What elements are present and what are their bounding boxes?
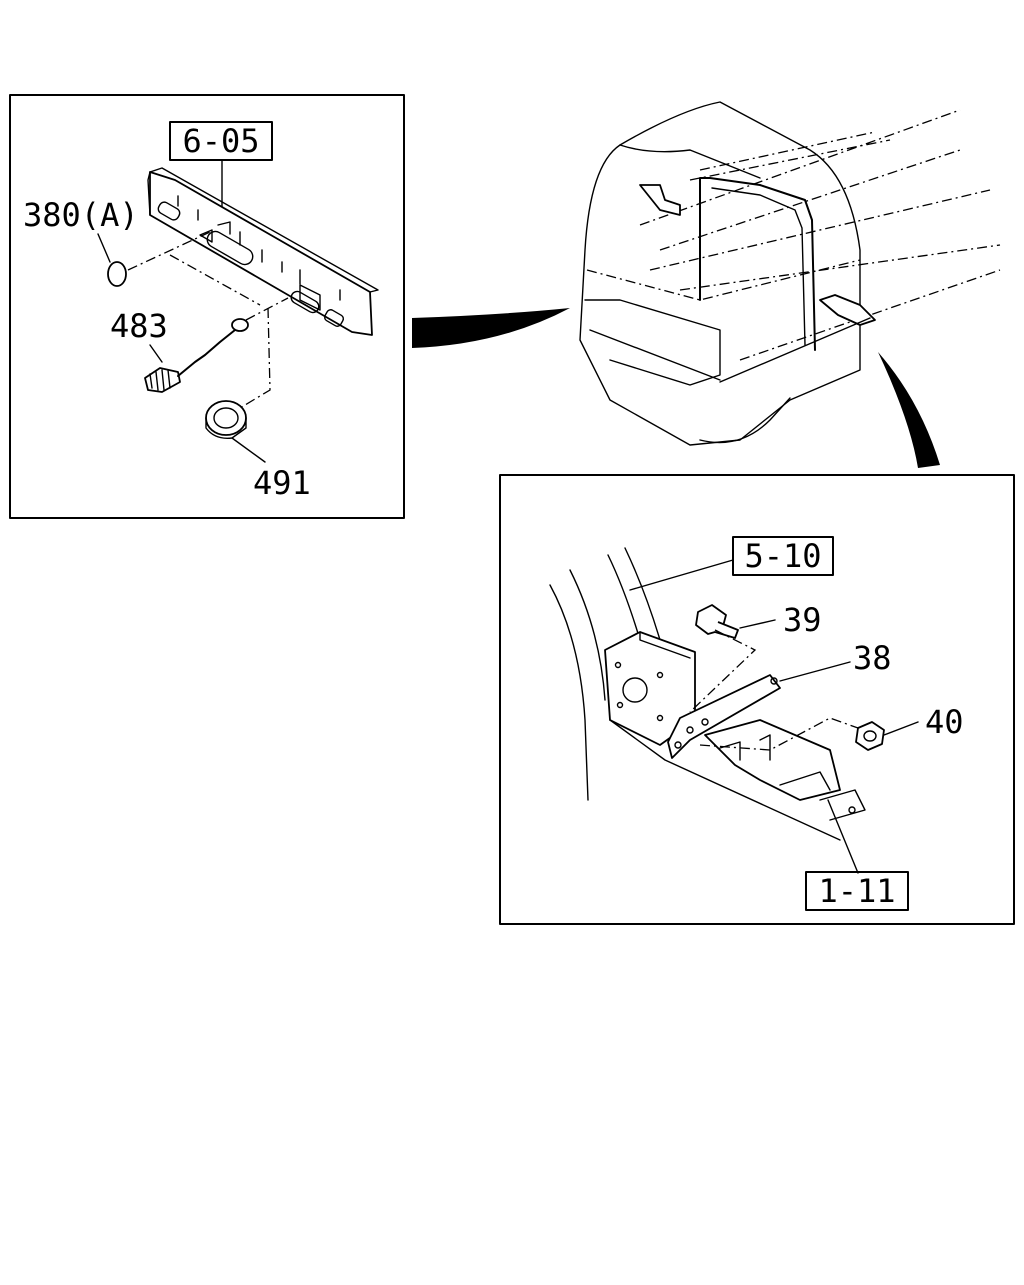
part-39[interactable]: 39 xyxy=(689,601,822,713)
detail-box-left: 6-05 380(A) 483 xyxy=(9,94,405,519)
reference-label-5-10: 5-10 xyxy=(744,537,821,575)
reference-box-1-11[interactable]: 1-11 xyxy=(805,871,909,911)
part-40[interactable]: 40 xyxy=(699,703,964,751)
part-label-380a: 380(A) xyxy=(23,196,139,234)
part-491[interactable]: 491 xyxy=(205,400,311,502)
part-label-483: 483 xyxy=(110,307,168,345)
part-label-491: 491 xyxy=(253,464,311,502)
grommet-icon xyxy=(205,400,247,439)
part-483[interactable]: 483 xyxy=(110,297,289,393)
part-label-38: 38 xyxy=(853,639,892,677)
pointer-arrow-left xyxy=(412,308,570,348)
reference-box-5-10[interactable]: 5-10 xyxy=(732,536,834,576)
part-38[interactable]: 38 xyxy=(667,639,892,759)
frame-rail xyxy=(704,719,866,821)
cab-overview xyxy=(579,101,1001,446)
part-label-40: 40 xyxy=(925,703,964,741)
nut-icon xyxy=(855,721,885,751)
detail-box-right: 5-10 39 xyxy=(499,474,1015,925)
seal-plug-icon xyxy=(107,261,127,287)
pointer-arrow-right xyxy=(878,352,940,468)
panel-member xyxy=(147,167,379,336)
switch-sensor-icon xyxy=(144,318,249,393)
strap-plate-icon xyxy=(667,674,781,759)
reference-label-1-11: 1-11 xyxy=(818,872,895,910)
bolt-icon xyxy=(695,604,739,639)
part-label-39: 39 xyxy=(783,601,822,639)
reference-box-6-05[interactable]: 6-05 xyxy=(169,121,273,161)
mount-bracket xyxy=(604,631,841,841)
reference-label-6-05: 6-05 xyxy=(182,122,259,160)
part-380a[interactable]: 380(A) xyxy=(23,196,211,287)
